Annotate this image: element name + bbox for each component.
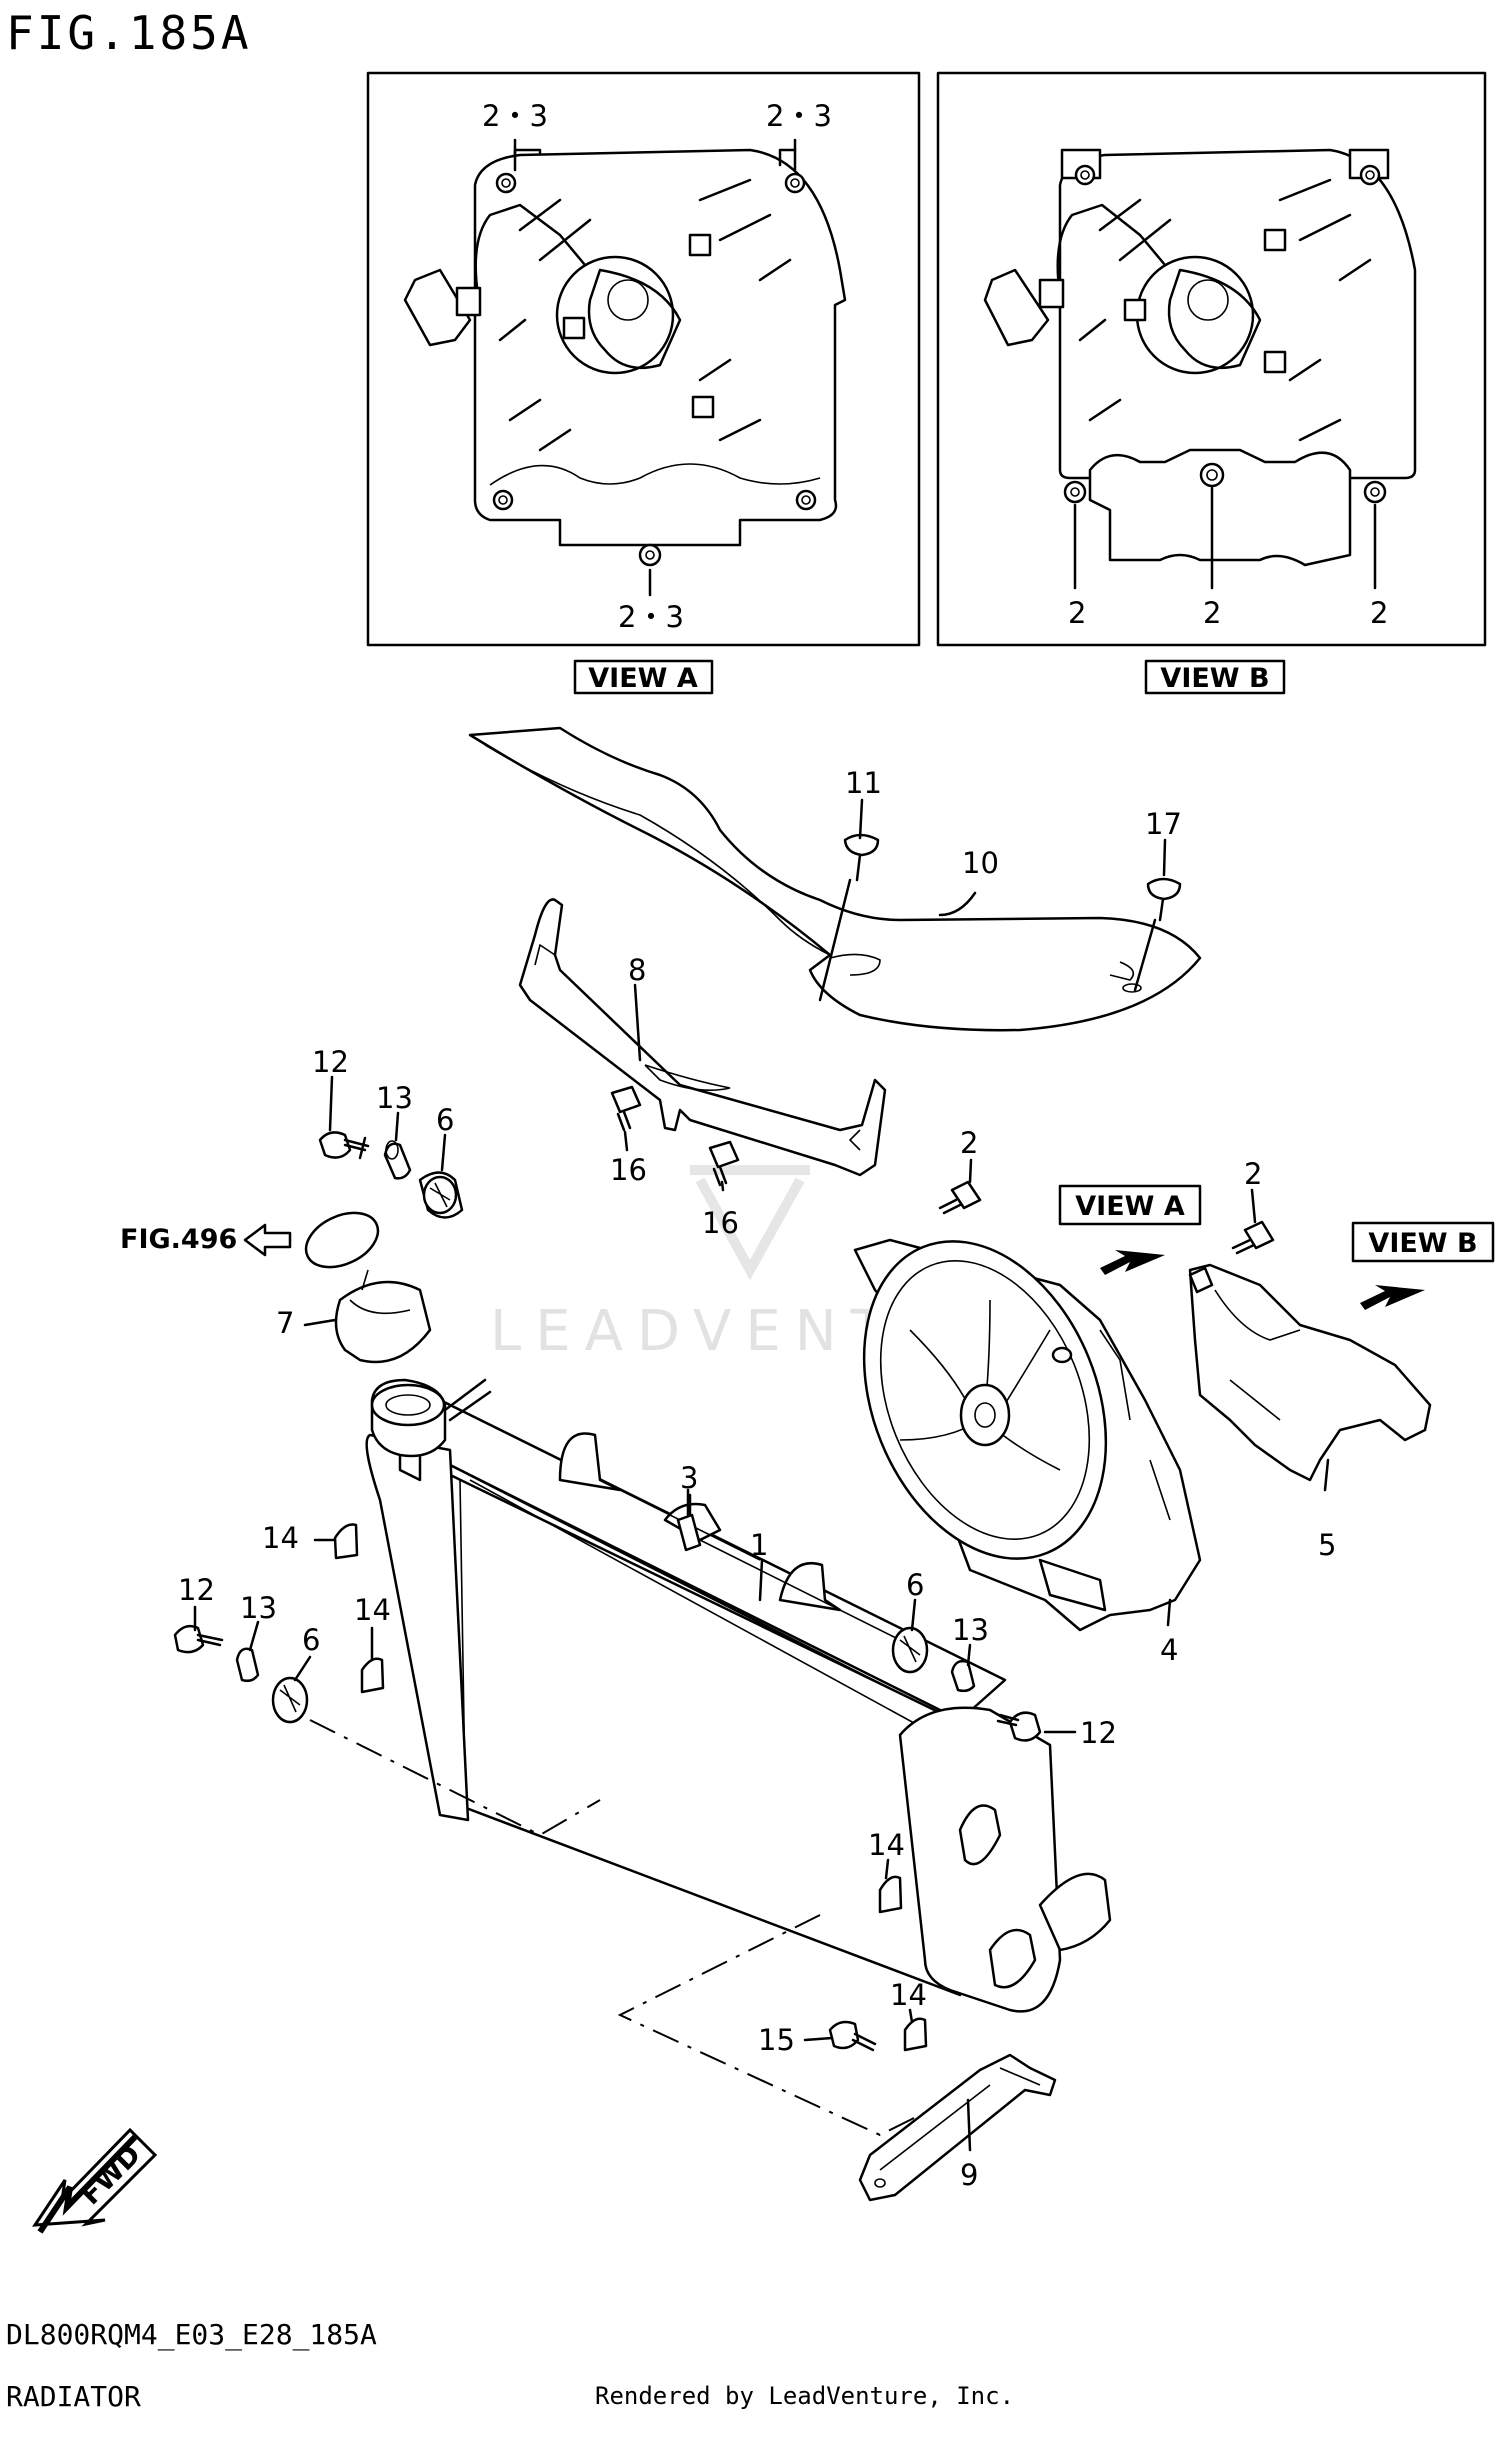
- label-part-1: 1: [750, 1528, 768, 1562]
- label-part-12-right: 12: [1080, 1716, 1117, 1750]
- label-part-7: 7: [276, 1306, 294, 1340]
- view-b-callout-left: 2: [1068, 596, 1086, 630]
- fig-496-label: FIG.496: [120, 1224, 237, 1255]
- part-13-collar-right: [950, 1659, 976, 1693]
- part-12-bolt-left: [173, 1624, 224, 1654]
- label-part-3: 3: [680, 1461, 698, 1495]
- label-part-14-b: 14: [354, 1593, 391, 1627]
- part-4-fan: [853, 1238, 1202, 1632]
- part-17-clip: [1122, 877, 1182, 993]
- model-code: DL800RQM4_E03_E28_185A: [6, 2318, 377, 2351]
- watermark-logo: [690, 1165, 810, 1281]
- label-part-6-right: 6: [906, 1568, 924, 1602]
- label-part-16-upper: 16: [610, 1153, 647, 1187]
- view-a-callout-top-left: 2・3: [482, 99, 548, 133]
- section-name: RADIATOR: [6, 2380, 141, 2413]
- part-6-grommet-left: [271, 1676, 309, 1724]
- label-part-2-right: 2: [1244, 1157, 1262, 1191]
- label-part-6-upper: 6: [436, 1103, 454, 1137]
- part-1-radiator: [365, 1398, 1112, 2013]
- part-3-nut: [676, 1488, 702, 1552]
- label-part-13-upper: 13: [376, 1081, 413, 1115]
- label-part-10: 10: [962, 846, 999, 880]
- view-a-callout-bottom: 2・3: [618, 600, 684, 634]
- part-14-cushion-b: [360, 1657, 385, 1694]
- part-10-shroud: [468, 726, 1202, 1032]
- part-14-cushion-c: [878, 1875, 903, 1914]
- part-5-cover: [1188, 1263, 1432, 1482]
- label-part-15: 15: [758, 2023, 795, 2057]
- part-2-bolt-right: [1231, 1220, 1275, 1255]
- part-12-bolt-right: [996, 1711, 1042, 1742]
- part-7-radiator-cap: [303, 1211, 432, 1364]
- label-part-9: 9: [960, 2158, 978, 2192]
- part-12-bolt-upper: [318, 1131, 370, 1160]
- part-1-filler-neck: [370, 1378, 492, 1458]
- view-b-arrow-text: VIEW B: [1368, 1228, 1477, 1259]
- leader-lines: [193, 798, 1330, 2152]
- label-part-13-right: 13: [952, 1613, 989, 1647]
- part-16-bolt-lower: [708, 1140, 740, 1187]
- label-part-2-left: 2: [960, 1126, 978, 1160]
- view-b-arrow-tag: VIEW B: [1351, 1221, 1495, 1310]
- label-part-11: 11: [845, 766, 882, 800]
- part-13-collar-left: [235, 1647, 260, 1683]
- view-b-label-text: VIEW B: [1160, 663, 1269, 694]
- view-a-arrow-text: VIEW A: [1075, 1191, 1185, 1222]
- view-b-inset: 2 2 2: [936, 71, 1487, 647]
- part-14-cushion-a: [333, 1523, 359, 1560]
- part-8-bracket: [518, 898, 887, 1177]
- view-b-label: VIEW B: [1144, 659, 1286, 695]
- view-a-callout-top-right: 2・3: [766, 99, 832, 133]
- label-part-5: 5: [1318, 1528, 1336, 1562]
- part-15-bolt: [828, 2020, 877, 2052]
- label-part-14-d: 14: [890, 1978, 927, 2012]
- view-a-inset: 2・3 2・3 2・3: [366, 71, 921, 647]
- label-part-16-lower: 16: [702, 1206, 739, 1240]
- part-9-lower-bracket: [858, 2053, 1057, 2202]
- part-labels: 1 2 2 3 4 5 6 6 6 7 8 9 10 11 12 12 12 1…: [178, 766, 1336, 2192]
- label-part-12-left: 12: [178, 1573, 215, 1607]
- figure-title: FIG.185A: [6, 6, 252, 60]
- part-16-bolt-upper: [610, 1085, 642, 1132]
- label-part-12-upper: 12: [312, 1045, 349, 1079]
- view-a-label: VIEW A: [573, 659, 714, 695]
- view-b-callout-center: 2: [1203, 596, 1221, 630]
- part-13-collar-upper: [383, 1140, 412, 1180]
- fig-496-reference: FIG.496: [120, 1223, 292, 1257]
- label-part-4: 4: [1160, 1633, 1178, 1667]
- label-part-17: 17: [1145, 807, 1182, 841]
- label-part-14-c: 14: [868, 1828, 905, 1862]
- render-credit: Rendered by LeadVenture, Inc.: [595, 2382, 1015, 2410]
- view-b-callout-right: 2: [1370, 596, 1388, 630]
- label-part-14-a: 14: [262, 1521, 299, 1555]
- part-6-grommet-right: [891, 1626, 929, 1674]
- label-part-8: 8: [628, 953, 646, 987]
- part-14-cushion-d: [903, 2017, 928, 2052]
- part-6-grommet-upper: [418, 1171, 464, 1219]
- fwd-arrow: FWD: [32, 2127, 158, 2234]
- view-a-label-text: VIEW A: [588, 663, 698, 694]
- part-2-bolt-left: [938, 1180, 982, 1215]
- view-a-arrow-tag: VIEW A: [1058, 1184, 1202, 1275]
- label-part-13-left: 13: [240, 1591, 277, 1625]
- label-part-6-left: 6: [302, 1623, 320, 1657]
